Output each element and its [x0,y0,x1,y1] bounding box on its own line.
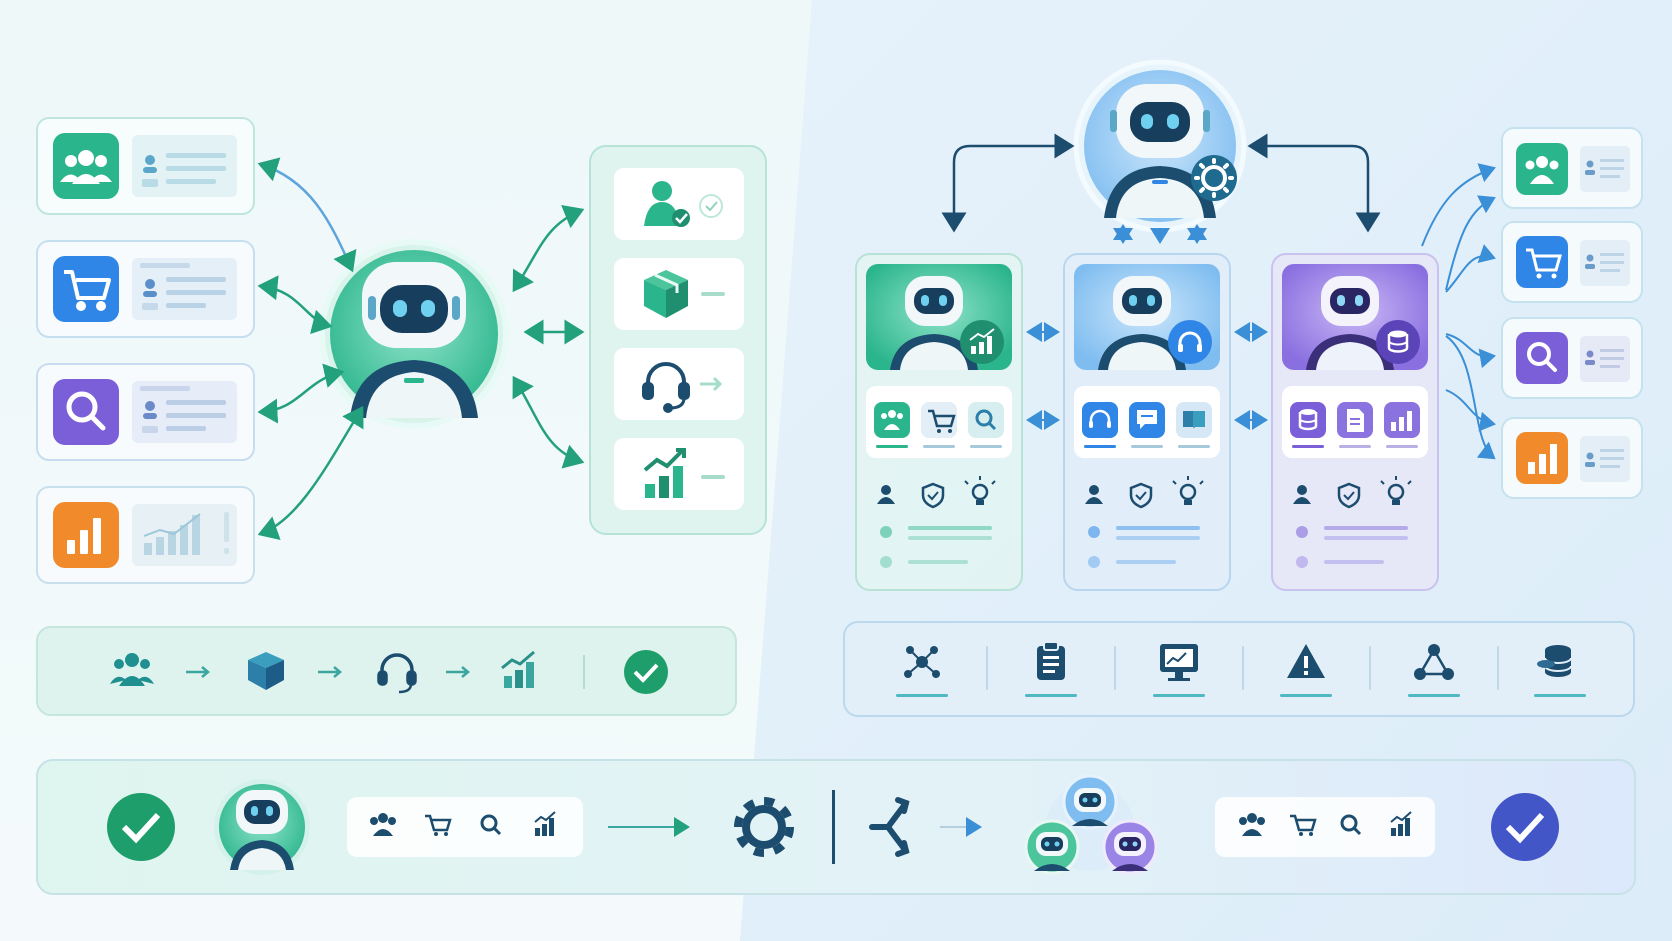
system-card-users[interactable] [1501,127,1643,209]
bar-chart-icon [67,518,101,554]
right-toolbar [843,621,1635,717]
robot-icon [890,276,978,370]
branch-icon [869,797,910,857]
package-icon [644,270,688,318]
orchestrator-connectors [941,133,1381,233]
left-pipeline-bar [36,626,737,716]
source-card-cart[interactable] [36,240,255,338]
headset-icon[interactable] [1082,402,1118,448]
headset-icon [1168,320,1212,364]
cart-icon[interactable] [921,402,957,448]
agent-detail-group [877,476,996,568]
system-card-analytics[interactable] [1501,417,1643,499]
shield-check-icon [921,482,945,509]
growth-chart-icon [643,448,686,498]
clipboard-icon[interactable] [1025,641,1077,697]
document-icon[interactable] [1337,402,1373,448]
cart-icon [64,270,111,311]
search-icon [1340,814,1362,836]
input-arrows [257,157,364,540]
orchestrator-down-arrows [1113,224,1207,244]
system-card-search[interactable] [1501,317,1643,399]
tool-group-left[interactable] [347,797,583,857]
lightbulb-icon [1172,476,1204,505]
divider [832,790,835,864]
robot-icon [1102,819,1158,875]
source-card-analytics[interactable] [36,486,255,584]
output-card-headset[interactable] [614,348,744,420]
shield-check-icon [1337,482,1361,509]
gear-icon [734,797,794,857]
tool-group-right[interactable] [1215,797,1435,857]
central-agent[interactable] [319,239,509,429]
search-icon[interactable] [968,402,1004,448]
robot-icon [1098,276,1186,370]
check-circle-icon [624,650,668,694]
output-arrows [512,205,585,469]
search-icon [66,391,106,431]
robot-icon [1306,276,1394,370]
growth-chart-icon [960,320,1004,364]
shield-check-icon [1129,482,1153,509]
output-card-package[interactable] [614,258,744,330]
users-icon [60,150,112,184]
source-card-users[interactable] [36,117,255,215]
database-icon [1376,320,1420,364]
cart-icon [425,814,452,832]
growth-chart-icon [534,811,556,836]
user-icon [877,485,895,504]
agent-column-data[interactable] [1271,253,1439,591]
headset-icon [377,653,417,694]
network-icon[interactable] [896,646,948,697]
warning-icon[interactable] [1280,644,1332,697]
robot-icon [1104,84,1216,218]
growth-chart-icon [501,650,535,688]
search-icon [480,814,502,836]
users-icon [110,653,154,686]
robot-icon [1062,774,1118,830]
agent-column-sales[interactable] [855,253,1023,591]
agent-cluster[interactable] [1024,774,1158,875]
check-circle-icon [107,793,175,861]
bottom-flow-bar [36,759,1636,895]
user-check-icon [644,181,690,227]
agent-detail-group [1085,476,1204,568]
chart-icon[interactable] [1384,402,1420,448]
growth-chart-icon [1390,811,1412,836]
robot-icon [1024,819,1080,875]
gear-icon [1191,155,1237,201]
lightbulb-icon [964,476,996,505]
check-circle-icon [1491,793,1559,861]
users-icon [370,813,396,836]
system-connectors [1421,163,1496,460]
monitor-chart-icon[interactable] [1153,644,1205,697]
database-icon[interactable] [1534,645,1586,697]
package-icon [248,652,284,690]
book-icon[interactable] [1176,402,1212,448]
source-card-search[interactable] [36,363,255,461]
system-card-cart[interactable] [1501,221,1643,303]
agent-detail-group [1293,476,1412,568]
cart-icon [1290,814,1317,832]
chat-icon[interactable] [1129,402,1165,448]
output-panel [589,145,767,535]
users-icon [1239,813,1265,836]
lightbulb-icon [1380,476,1412,505]
robot-icon [350,262,478,418]
output-card-growth[interactable] [614,438,744,510]
user-icon [1293,485,1311,504]
users-icon[interactable] [874,402,910,448]
agent-column-support[interactable] [1063,253,1231,591]
user-icon [1085,485,1103,504]
orchestrator-agent[interactable] [1073,59,1247,233]
headset-icon [642,362,690,413]
database-icon[interactable] [1290,402,1326,448]
share-nodes-icon[interactable] [1408,644,1460,697]
agent-peer-arrows [1026,322,1268,430]
output-card-user-check[interactable] [614,168,744,240]
agent-detail-rows [877,476,1412,568]
robot-icon [214,779,310,875]
